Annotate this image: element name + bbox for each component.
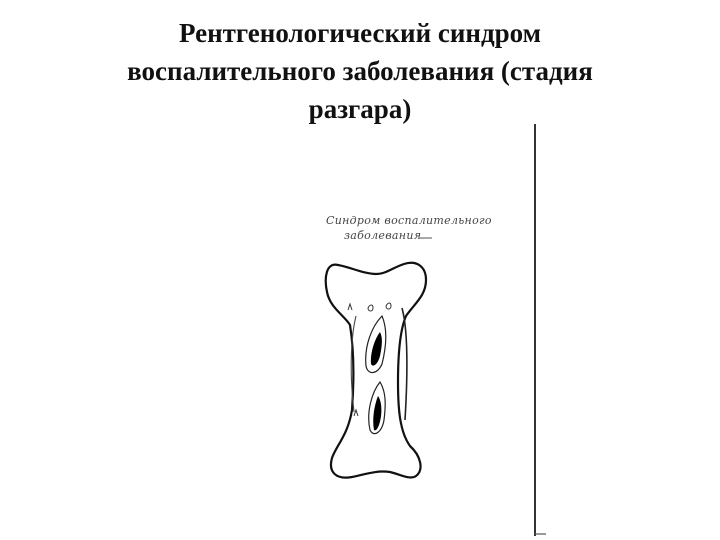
caption-line-1: Синдром воспалительного xyxy=(326,214,492,227)
lower-lesion-outline xyxy=(368,380,386,435)
mark-3 xyxy=(385,302,392,310)
upper-sequestrum xyxy=(370,332,382,366)
mark-1 xyxy=(347,302,353,311)
title-line-2: воспалительного заболевания (стадия xyxy=(127,56,593,86)
title-line-3: разгара) xyxy=(308,94,412,124)
upper-lesion-outline xyxy=(365,314,387,374)
slide-title: Рентгенологический синдром воспалительно… xyxy=(40,14,680,128)
mark-4 xyxy=(353,408,359,417)
title-line-1: Рентгенологический синдром xyxy=(178,18,542,48)
mark-2 xyxy=(367,304,374,312)
periosteal-line-right xyxy=(401,307,408,421)
lower-sequestrum xyxy=(373,396,382,431)
periosteal-line-left xyxy=(350,315,357,413)
bone-figure: Синдром воспалительного заболевания xyxy=(290,120,560,540)
caption-line-2: заболевания xyxy=(344,229,421,242)
bone-outline xyxy=(324,261,428,479)
bone-drawing-icon: Синдром воспалительного заболевания xyxy=(324,124,546,536)
